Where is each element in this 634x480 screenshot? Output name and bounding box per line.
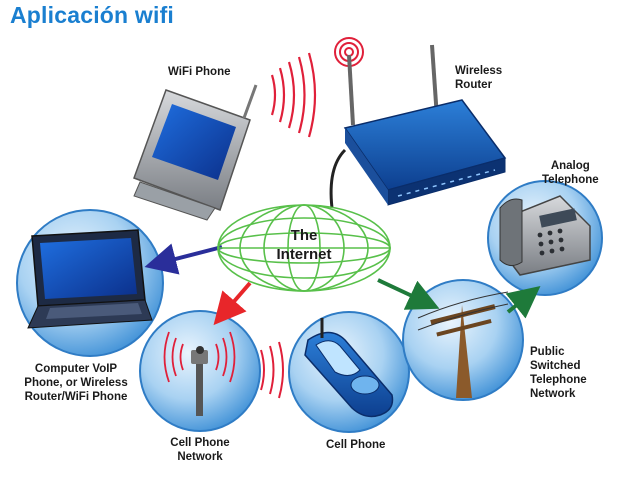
pstn-label: Public Switched Telephone Network (530, 346, 587, 400)
internet-label-line2: Internet (276, 246, 331, 263)
cell-tower-waves (163, 331, 236, 383)
cell-phone-icon (304, 318, 394, 418)
cell-link-waves (260, 341, 284, 399)
analog-telephone-icon (499, 195, 591, 276)
arrow-to-computer (144, 243, 223, 275)
arrow-to-pstn (377, 278, 440, 310)
arrow-to-cell-network (213, 281, 252, 326)
computer-label: Computer VoIP Phone, or Wireless Router/… (24, 363, 128, 403)
wireless-router-label: Wireless Router (455, 65, 503, 91)
router-cable (329, 148, 347, 209)
cell-tower-icon (191, 346, 208, 416)
wifi-phone-icon (133, 84, 258, 221)
telephone-pole-icon (417, 291, 509, 398)
cell-phone-network-label: Cell Phone Network (170, 437, 230, 463)
analog-telephone-label: Analog Telephone (542, 160, 599, 186)
laptop-icon (27, 229, 153, 329)
wifi-phone-waves (270, 52, 317, 138)
wifi-phone-label: WiFi Phone (168, 66, 231, 78)
internet-globe (217, 204, 391, 292)
internet-label-line1: The (291, 227, 318, 244)
cell-phone-label: Cell Phone (326, 439, 386, 451)
page-title: Aplicación wifi (10, 2, 175, 28)
wireless-router-icon (343, 44, 507, 206)
arrow-pstn-to-analog (505, 286, 541, 319)
